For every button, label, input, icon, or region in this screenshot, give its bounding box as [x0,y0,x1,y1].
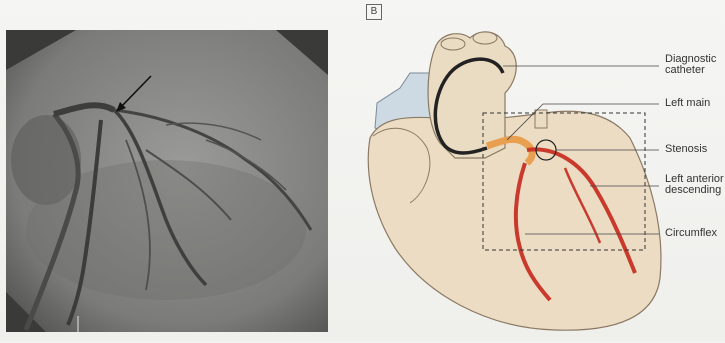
label-diagnostic-catheter-2: catheter [665,65,705,76]
label-lad-2: descending [665,185,721,196]
heart-diagram: Diagnostic catheter Left main Stenosis L… [355,18,725,338]
label-stenosis: Stenosis [665,144,707,155]
label-left-main: Left main [665,98,710,109]
label-circumflex: Circumflex [665,228,717,239]
angiogram-image [6,30,328,332]
